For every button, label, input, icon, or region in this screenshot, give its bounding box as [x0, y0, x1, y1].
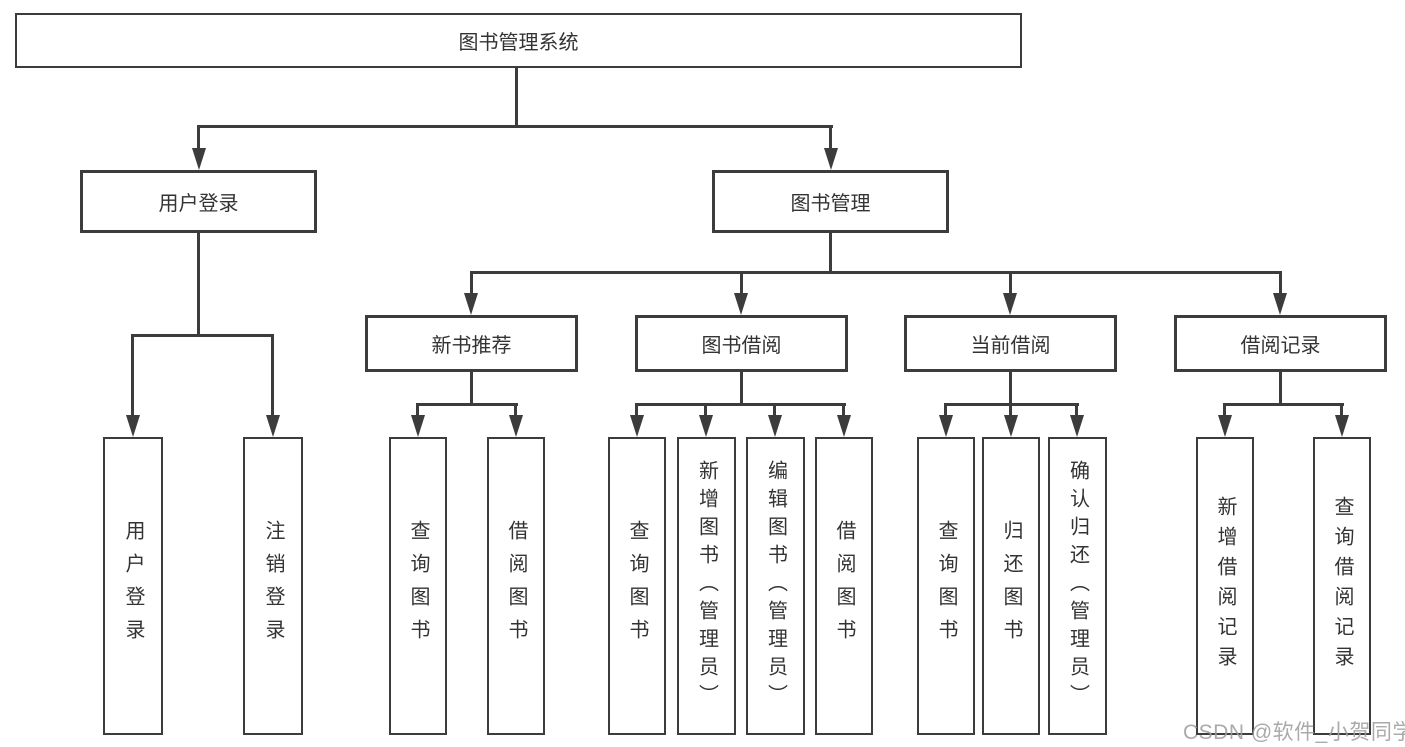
- arrow-down-icon: [509, 415, 523, 437]
- node-label: 确认归还（管理员）: [1066, 460, 1089, 712]
- arrow-down-icon: [126, 415, 140, 437]
- connector-line: [773, 403, 776, 417]
- node-book-borrowing: 图书借阅: [635, 315, 848, 372]
- connector-line: [740, 271, 743, 295]
- leaf-confirm-return-admin: 确认归还（管理员）: [1048, 437, 1107, 735]
- arrow-down-icon: [824, 148, 838, 170]
- node-label: 新增借阅记录: [1214, 496, 1236, 676]
- arrow-down-icon: [192, 148, 206, 170]
- connector-line: [1009, 403, 1012, 417]
- node-borrowing-records: 借阅记录: [1174, 315, 1387, 372]
- node-book-management: 图书管理: [712, 170, 949, 233]
- arrow-down-icon: [699, 415, 713, 437]
- arrow-down-icon: [411, 415, 425, 437]
- connector-line: [197, 125, 200, 153]
- connector-line: [635, 403, 846, 406]
- arrow-down-icon: [464, 293, 478, 315]
- node-label: 新增图书（管理员）: [695, 460, 718, 712]
- connector-line: [1223, 403, 1226, 417]
- node-label: 图书管理: [790, 193, 871, 215]
- connector-line: [740, 372, 743, 406]
- connector-line: [635, 403, 638, 417]
- node-label: 图书管理系统: [458, 32, 579, 54]
- leaf-borrow-books-recommendation: 借阅图书: [487, 437, 545, 735]
- leaf-query-borrow-record: 查询借阅记录: [1313, 437, 1371, 735]
- connector-line: [1009, 372, 1012, 406]
- arrow-down-icon: [1004, 415, 1018, 437]
- connector-line: [1279, 271, 1282, 295]
- node-current-borrowing: 当前借阅: [904, 315, 1117, 372]
- arrow-down-icon: [1218, 415, 1232, 437]
- connector-line: [829, 233, 832, 274]
- leaf-edit-book-admin: 编辑图书（管理员）: [746, 437, 805, 735]
- leaf-add-borrow-record: 新增借阅记录: [1196, 437, 1254, 735]
- arrow-down-icon: [1335, 415, 1349, 437]
- node-label: 用户登录: [158, 193, 239, 215]
- leaf-add-book-admin: 新增图书（管理员）: [677, 437, 736, 735]
- node-label: 查询图书: [626, 520, 648, 652]
- leaf-return-books: 归还图书: [982, 437, 1040, 735]
- connector-line: [197, 125, 833, 128]
- arrow-down-icon: [768, 415, 782, 437]
- node-label: 借阅记录: [1240, 335, 1321, 357]
- connector-line: [197, 233, 200, 337]
- connector-line: [514, 403, 517, 417]
- leaf-user-login: 用户登录: [103, 437, 163, 735]
- connector-line: [944, 403, 947, 417]
- arrow-down-icon: [837, 415, 851, 437]
- arrow-down-icon: [1070, 415, 1084, 437]
- arrow-down-icon: [734, 293, 748, 315]
- node-label: 归还图书: [1000, 520, 1022, 652]
- connector-line: [1009, 271, 1012, 295]
- node-label: 查询图书: [407, 520, 429, 652]
- leaf-borrow-books-borrowing: 借阅图书: [815, 437, 873, 735]
- node-label: 查询图书: [935, 520, 957, 652]
- connector-line: [515, 68, 518, 125]
- arrow-down-icon: [939, 415, 953, 437]
- leaf-logout: 注销登录: [243, 437, 303, 735]
- connector-line: [131, 334, 134, 417]
- leaf-query-books-current: 查询图书: [917, 437, 975, 735]
- node-label: 用户登录: [122, 520, 144, 652]
- connector-line: [470, 372, 473, 406]
- node-label: 当前借阅: [970, 335, 1051, 357]
- connector-line: [1340, 403, 1343, 417]
- node-label: 新书推荐: [431, 335, 512, 357]
- node-label: 借阅图书: [505, 520, 527, 652]
- arrow-down-icon: [630, 415, 644, 437]
- leaf-query-books-borrowing: 查询图书: [608, 437, 666, 735]
- connector-line: [131, 334, 274, 337]
- connector-line: [1223, 403, 1344, 406]
- connector-line: [829, 125, 832, 153]
- connector-line: [416, 403, 518, 406]
- node-label: 图书借阅: [701, 335, 782, 357]
- connector-line: [704, 403, 707, 417]
- watermark: CSDN @软件_小贺同学: [1183, 721, 1405, 744]
- connector-line: [1279, 372, 1282, 406]
- node-user-login: 用户登录: [80, 170, 317, 233]
- node-label: 查询借阅记录: [1331, 496, 1353, 676]
- arrow-down-icon: [1003, 293, 1017, 315]
- connector-line: [271, 334, 274, 417]
- connector-line: [1075, 403, 1078, 417]
- node-label: 注销登录: [262, 520, 284, 652]
- connector-line: [416, 403, 419, 417]
- node-label: 借阅图书: [833, 520, 855, 652]
- node-library-management-system: 图书管理系统: [15, 13, 1022, 68]
- node-new-book-recommendation: 新书推荐: [365, 315, 578, 372]
- arrow-down-icon: [266, 415, 280, 437]
- connector-line: [470, 271, 473, 295]
- node-label: 编辑图书（管理员）: [764, 460, 787, 712]
- arrow-down-icon: [1273, 293, 1287, 315]
- leaf-query-books-recommendation: 查询图书: [389, 437, 447, 735]
- connector-line: [842, 403, 845, 417]
- connector-line: [470, 271, 1282, 274]
